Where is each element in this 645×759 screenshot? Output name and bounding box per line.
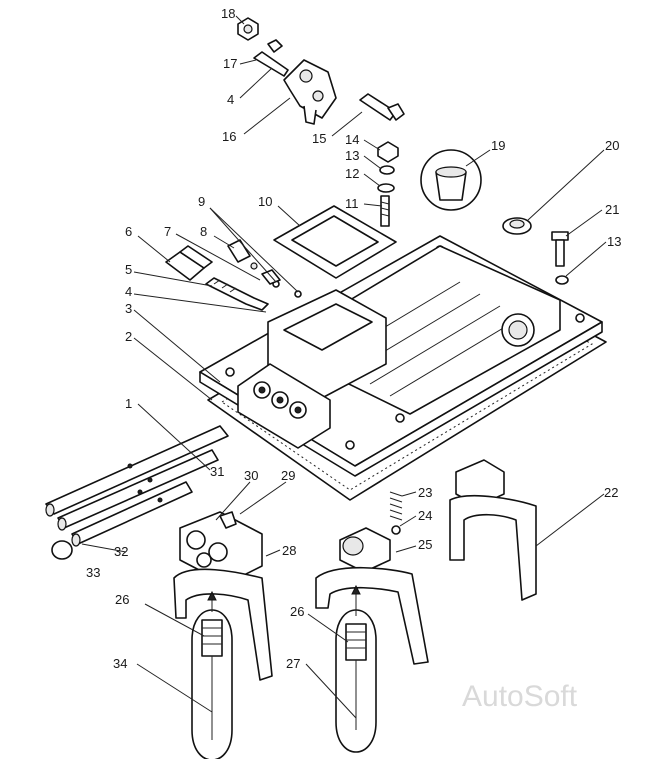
label-21: 21 xyxy=(605,202,619,217)
bolt-17 xyxy=(253,39,289,77)
nut-14 xyxy=(377,141,399,163)
shift-fork-25 xyxy=(315,527,429,665)
label-11: 11 xyxy=(345,196,359,211)
label-8: 8 xyxy=(200,224,207,239)
label-10: 10 xyxy=(258,194,272,209)
detail-oval-27 xyxy=(335,584,377,753)
label-31: 31 xyxy=(210,464,224,479)
label-29: 29 xyxy=(281,468,295,483)
washer-13b xyxy=(555,275,569,285)
washer-13a xyxy=(379,165,395,175)
shift-rods xyxy=(45,425,229,547)
label-17: 17 xyxy=(223,56,237,71)
shift-fork-22 xyxy=(449,459,537,601)
label-18: 18 xyxy=(221,6,235,21)
watermark: AutoSoft xyxy=(462,680,578,713)
shift-fork-28 xyxy=(173,511,273,681)
label-7: 7 xyxy=(164,224,171,239)
label-28: 28 xyxy=(282,543,296,558)
detail-oval-34 xyxy=(191,590,233,759)
ball-24 xyxy=(391,525,401,535)
label-3: 3 xyxy=(125,301,132,316)
gearbox-cover-3 xyxy=(199,235,603,477)
label-14: 14 xyxy=(345,132,359,147)
shift-lever-bracket-16 xyxy=(283,59,337,125)
spring-plunger-5 xyxy=(205,277,269,311)
label-13-right: 13 xyxy=(607,234,621,249)
label-33: 33 xyxy=(86,565,100,580)
label-19: 19 xyxy=(491,138,505,153)
label-12: 12 xyxy=(345,166,359,181)
stud-11 xyxy=(380,195,390,227)
label-34: 34 xyxy=(113,656,127,671)
label-16: 16 xyxy=(222,129,236,144)
label-9: 9 xyxy=(198,194,205,209)
label-6: 6 xyxy=(125,224,132,239)
label-13-top: 13 xyxy=(345,148,359,163)
label-32: 32 xyxy=(114,544,128,559)
label-24: 24 xyxy=(418,508,432,523)
label-27: 27 xyxy=(286,656,300,671)
label-26-left: 26 xyxy=(115,592,129,607)
sleeve-6 xyxy=(165,245,213,281)
label-5: 5 xyxy=(125,262,132,277)
part-labels: 18 17 4 16 15 14 13 12 11 19 20 21 13 9 … xyxy=(86,6,621,671)
plug-8 xyxy=(227,239,258,270)
breather-19 xyxy=(420,149,482,211)
label-2: 2 xyxy=(125,329,132,344)
plug-33 xyxy=(51,540,73,560)
label-30: 30 xyxy=(244,468,258,483)
label-1: 1 xyxy=(125,396,132,411)
gasket-10 xyxy=(273,205,397,279)
label-4-left: 4 xyxy=(125,284,132,299)
label-25: 25 xyxy=(418,537,432,552)
washer-12 xyxy=(377,183,395,193)
leader-lines xyxy=(81,15,607,719)
balls-9 xyxy=(272,280,302,298)
label-26-mid: 26 xyxy=(290,604,304,619)
label-23: 23 xyxy=(418,485,432,500)
label-22: 22 xyxy=(604,485,618,500)
label-15: 15 xyxy=(312,131,326,146)
label-20: 20 xyxy=(605,138,619,153)
spring-23 xyxy=(389,491,403,521)
bolt-15 xyxy=(359,93,405,121)
label-4-top: 4 xyxy=(227,92,234,107)
plug-20 xyxy=(502,217,532,235)
bolt-21 xyxy=(551,231,569,267)
